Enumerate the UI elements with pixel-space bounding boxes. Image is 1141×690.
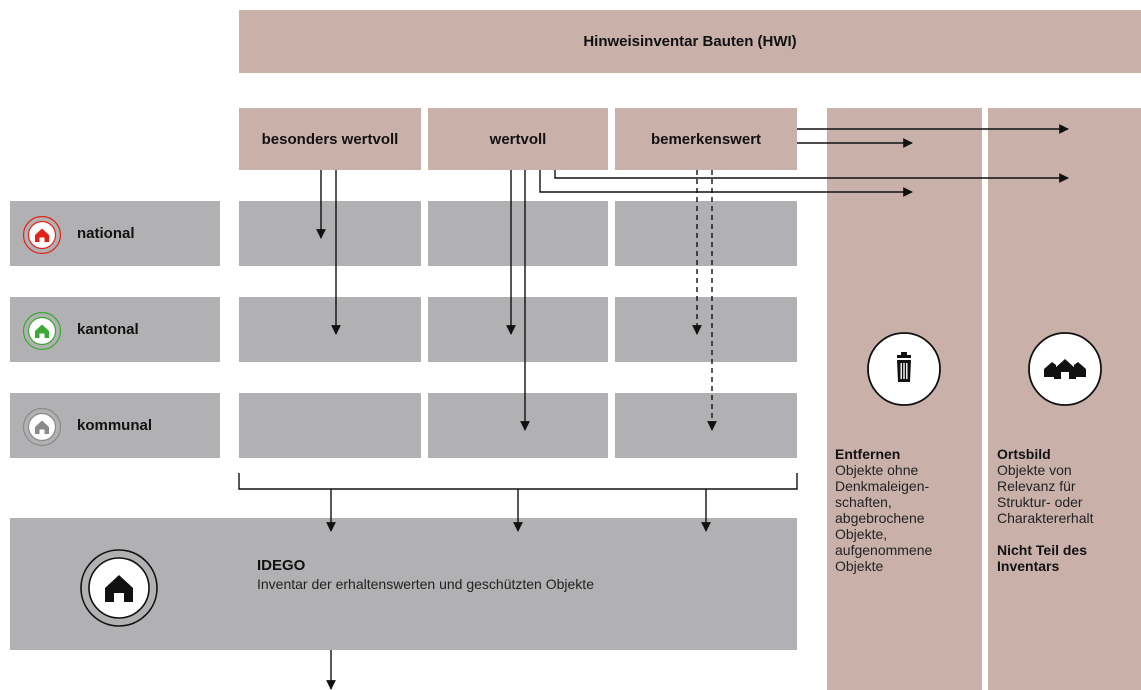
idego-title: IDEGO (257, 557, 306, 574)
arrow-w-entfernen (539, 170, 913, 197)
grid-cell (615, 201, 797, 266)
grid-cell (239, 393, 421, 458)
ortsbild-note: Inventars (997, 558, 1060, 574)
level-label-national: national (77, 225, 135, 242)
category-wertvoll: wertvoll (428, 108, 608, 170)
ortsbild-title: Ortsbild (997, 446, 1051, 462)
grid-cell (428, 201, 608, 266)
ortsbild-line: Struktur- oder (997, 494, 1083, 510)
grid-cell (428, 297, 608, 362)
entfernen-title: Entfernen (835, 446, 901, 462)
ortsbild-line: Objekte von (997, 462, 1072, 478)
grid-cell (428, 393, 608, 458)
category-label: wertvoll (489, 130, 547, 148)
entfernen-line: Objekte, (835, 526, 888, 542)
kommunal-house-icon (22, 407, 62, 447)
bracket (238, 473, 798, 490)
idego-text: IDEGO Inventar der erhaltenswerten und g… (257, 557, 594, 592)
category-label: bemerkenswert (650, 130, 762, 148)
ortsbild-note: Nicht Teil des (997, 542, 1087, 558)
entfernen-line: aufgenommene (835, 542, 933, 558)
grid-cell (239, 297, 421, 362)
ortsbild-line: Charaktererhalt (997, 510, 1094, 526)
idego-house-icon (79, 548, 159, 628)
category-besonders-wertvoll: besonders wertvoll (239, 108, 421, 170)
idego-subtitle: Inventar der erhaltenswerten und geschüt… (257, 576, 594, 592)
level-label-kommunal: kommunal (77, 417, 153, 434)
grid-cell (615, 393, 797, 458)
kantonal-house-icon (22, 311, 62, 351)
hwi-header-title: Hinweisinventar Bauten (HWI) (583, 33, 797, 50)
ortsbild-text: Ortsbild Objekte von Relevanz für Strukt… (997, 446, 1094, 574)
category-bemerkenswert: bemerkenswert (615, 108, 797, 170)
grid-cell (239, 201, 421, 266)
trash-icon (866, 331, 942, 407)
grid-cell (615, 297, 797, 362)
houses-icon (1027, 331, 1103, 407)
entfernen-text: Entfernen Objekte ohne Denkmaleigen- sch… (835, 446, 932, 574)
category-label: besonders wertvoll (261, 130, 399, 148)
entfernen-line: schaften, (835, 494, 892, 510)
entfernen-line: Denkmaleigen- (835, 478, 930, 494)
entfernen-line: abgebrochene (835, 510, 925, 526)
level-label-kantonal: kantonal (77, 321, 139, 338)
ortsbild-line: Relevanz für (997, 478, 1076, 494)
national-house-icon (22, 215, 62, 255)
hwi-header: Hinweisinventar Bauten (HWI) (239, 10, 1141, 73)
arrow-w-ortsbild (554, 170, 1069, 183)
entfernen-line: Objekte ohne (835, 462, 919, 478)
entfernen-line: Objekte (835, 558, 884, 574)
